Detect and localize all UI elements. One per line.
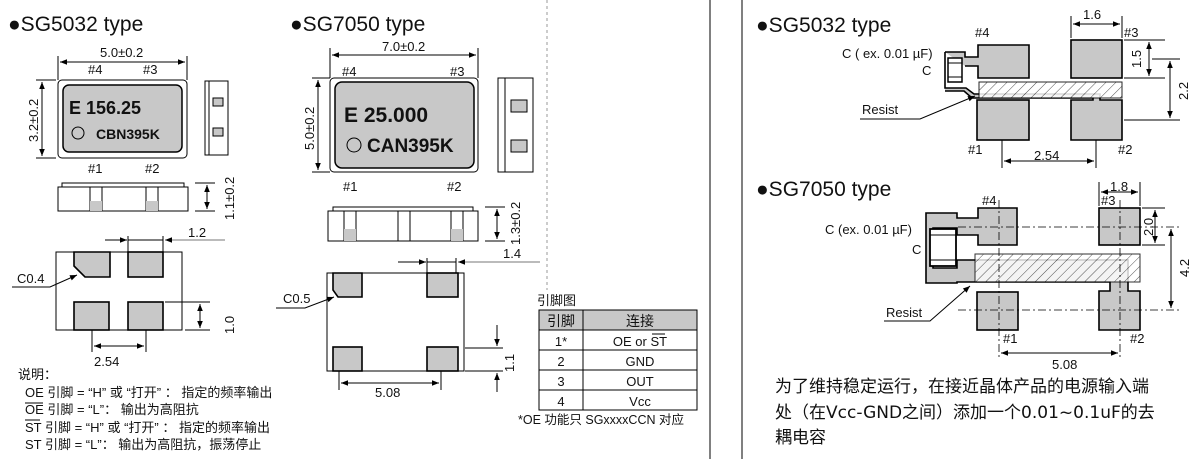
pin-label: #1: [343, 179, 357, 194]
pin-label: #3: [450, 64, 464, 79]
resist-label: Resist: [862, 102, 899, 117]
pin-table-title: 引脚图: [537, 293, 576, 308]
pin-table: 引脚图 引脚 连接 1* OE or ST 2 GND 3 OUT 4 Vcc …: [518, 293, 698, 427]
pin-label: #3: [1101, 193, 1115, 208]
dim-pad-height: 1.5: [1129, 50, 1144, 68]
sg5032-width-dim: 5.0±0.2: [100, 45, 143, 60]
sg5032-marking-2: CBN395K: [96, 126, 160, 142]
sg7050-pad-width-dim: 1.4: [503, 246, 521, 261]
sg7050-title: ●SG7050 type: [290, 13, 425, 36]
sg7050-marking-1: E 25.000: [344, 104, 428, 127]
pin-label: #4: [975, 25, 989, 40]
notes-heading: 说明：: [18, 367, 57, 382]
sg7050-height-dim: 5.0±0.2: [302, 107, 317, 150]
recommendation-line: 为了维持稳定运行，在接近晶体产品的电源输入端: [775, 377, 1149, 397]
pin-label: #1: [88, 161, 102, 176]
sg5032-pad-height-dim: 1.0: [222, 316, 237, 334]
sg5032-pad-pitch-dim: 2.54: [94, 354, 119, 369]
pin-label: #1: [1003, 331, 1017, 346]
decoupling-recommendation: 为了维持稳定运行，在接近晶体产品的电源输入端 处（在Vcc-GND之间）添加一个…: [775, 377, 1155, 448]
pin-label: #1: [968, 142, 982, 157]
dim-col-pitch: 2.54: [1034, 148, 1059, 163]
pin-label: #2: [447, 179, 461, 194]
sg5032-chamfer: C0.4: [17, 271, 44, 286]
pin1-dot-icon: [71, 126, 85, 140]
dim-pad-height: 2.0: [1141, 218, 1156, 236]
footprint-sg5032-title: ●SG5032 type: [756, 14, 891, 37]
pin-notes: 说明： OE 引脚 = “H” 或 “打开” ： 指定的频率输出 OE 引脚 =…: [18, 367, 272, 452]
sg7050-pad-pitch-dim: 5.08: [375, 385, 400, 400]
sg5032-thickness-dim: 1.1±0.2: [222, 177, 237, 220]
sg7050-pad-height-dim: 1.1: [502, 354, 517, 372]
pin-label: #4: [342, 64, 356, 79]
sg5032-package: ●SG5032 type 5.0±0.2 3.2±0.2 E 156.25 CB…: [8, 13, 237, 369]
pin-label: #4: [88, 62, 102, 77]
table-cell: GND: [626, 354, 655, 369]
sg7050-footprint: ●SG7050 type #4 #3 #1 #2 C (ex. 0.01 µF)…: [756, 178, 1191, 372]
sg7050-marking-2: CAN395K: [367, 136, 454, 157]
recommendation-line: 处（在Vcc-GND之间）添加一个0.01~0.1uF的去: [775, 403, 1155, 423]
dim-pad-width: 1.8: [1110, 179, 1128, 194]
sg5032-height-dim: 3.2±0.2: [26, 99, 41, 142]
sg5032-pad-width-dim: 1.2: [188, 225, 206, 240]
note-line: OE 引脚 = “H” 或 “打开” ： 指定的频率输出: [25, 385, 272, 400]
sg5032-title: ●SG5032 type: [8, 13, 143, 36]
note-line: OE 引脚 = “L”： 输出为高阻抗: [25, 402, 199, 417]
table-cell: Vcc: [629, 394, 651, 409]
table-cell: 2: [557, 354, 564, 369]
sg7050-thickness-dim: 1.3±0.2: [508, 202, 523, 245]
note-line: ST 引脚 = “H” 或 “打开” ： 指定的频率输出: [25, 420, 270, 435]
pin-label: #3: [1124, 25, 1138, 40]
pin-label: #2: [1130, 331, 1144, 346]
sg7050-chamfer: C0.5: [283, 291, 310, 306]
table-cell: 4: [557, 394, 564, 409]
sg5032-footprint: ●SG5032 type #4 #3 #1 #2 C ( ex. 0.01 µF…: [756, 7, 1191, 168]
c-label: C: [922, 63, 931, 78]
table-cell: 3: [557, 374, 564, 389]
table-header: 连接: [626, 313, 654, 329]
pin-label: #3: [143, 62, 157, 77]
dim-pad-width: 1.6: [1083, 7, 1101, 22]
pin1-dot-icon: [346, 137, 362, 153]
table-header: 引脚: [547, 313, 575, 329]
table-cell: 1*: [555, 334, 567, 349]
dim-col-pitch: 5.08: [1052, 357, 1077, 372]
pin-table-footnote: *OE 功能只 SGxxxxCCN 对应: [518, 412, 684, 427]
dim-row-pitch: 2.2: [1176, 82, 1191, 100]
capacitor-label: C ( ex. 0.01 µF): [842, 46, 933, 61]
table-cell: OE or ST: [613, 334, 667, 349]
pin-label: #4: [982, 193, 996, 208]
table-cell: OUT: [626, 374, 654, 389]
sg7050-package: ●SG7050 type 7.0±0.2 5.0±0.2 E 25.000 CA…: [276, 13, 540, 400]
capacitor-label: C (ex. 0.01 µF): [825, 222, 912, 237]
pin-label: #2: [1118, 142, 1132, 157]
sg5032-marking-1: E 156.25: [69, 98, 141, 118]
dim-row-pitch: 4.2: [1177, 259, 1191, 277]
resist-label: Resist: [886, 305, 923, 320]
c-label: C: [912, 242, 921, 257]
sg7050-width-dim: 7.0±0.2: [382, 39, 425, 54]
footprint-sg7050-title: ●SG7050 type: [756, 178, 891, 201]
pin-label: #2: [145, 161, 159, 176]
note-line: ST 引脚 = “L”： 输出为高阻抗，振荡停止: [25, 437, 261, 452]
recommendation-line: 耦电容: [775, 428, 826, 448]
